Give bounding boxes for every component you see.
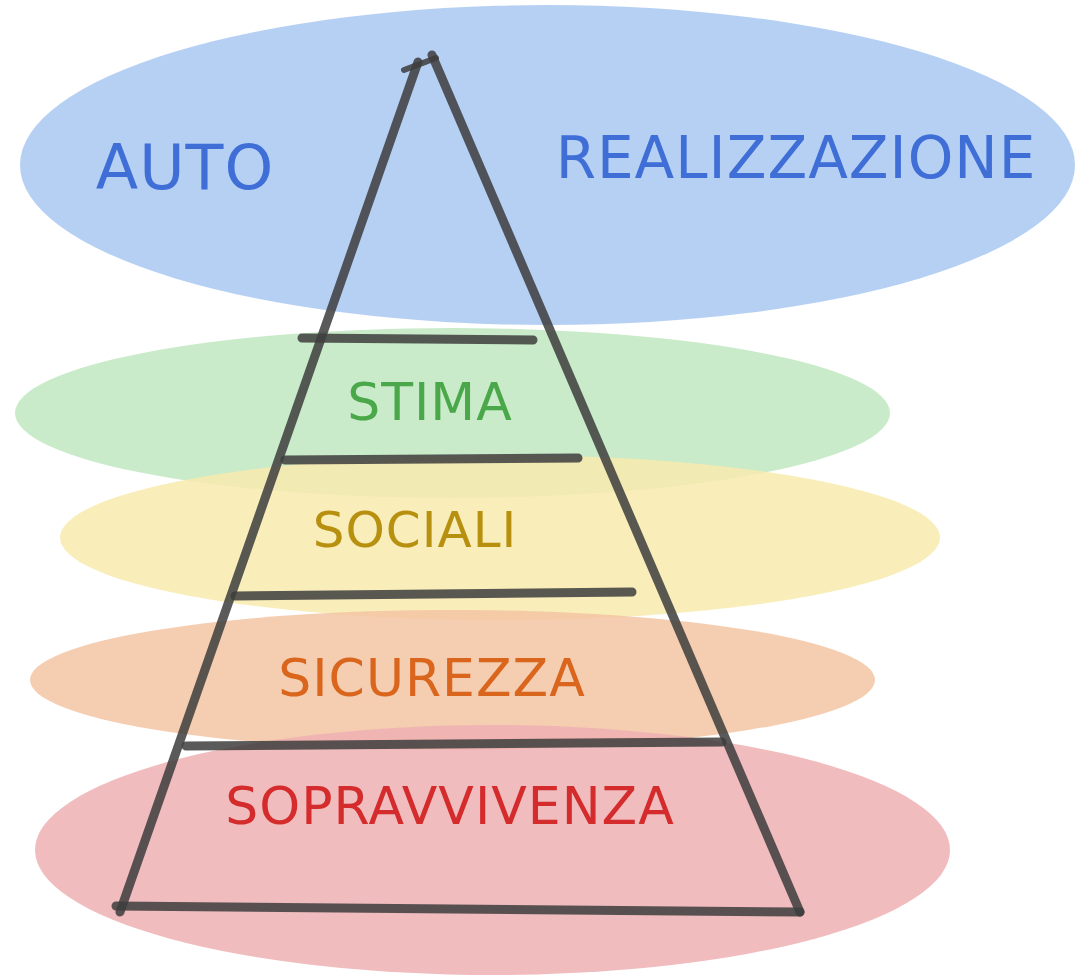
band-shape <box>60 455 940 620</box>
need-label: SOCIALI <box>313 505 518 555</box>
pyramid-side <box>120 62 418 912</box>
need-label: SOPRAVVIVENZA <box>225 780 675 832</box>
pyramid-step <box>186 742 722 746</box>
need-label: STIMA <box>347 376 513 428</box>
need-label: AUTO <box>96 137 274 199</box>
need-label: REALIZZAZIONE <box>556 129 1037 187</box>
pyramid-step <box>235 592 632 596</box>
need-band: AUTO REALIZZAZIONE <box>20 5 1075 325</box>
pyramid-step <box>302 338 533 340</box>
pyramid-side <box>432 55 800 912</box>
need-label: SICUREZZA <box>278 652 586 704</box>
pyramid-apex <box>404 58 436 70</box>
pyramid-base <box>116 906 800 912</box>
pyramid-step <box>285 458 578 460</box>
band-shape <box>20 5 1075 325</box>
